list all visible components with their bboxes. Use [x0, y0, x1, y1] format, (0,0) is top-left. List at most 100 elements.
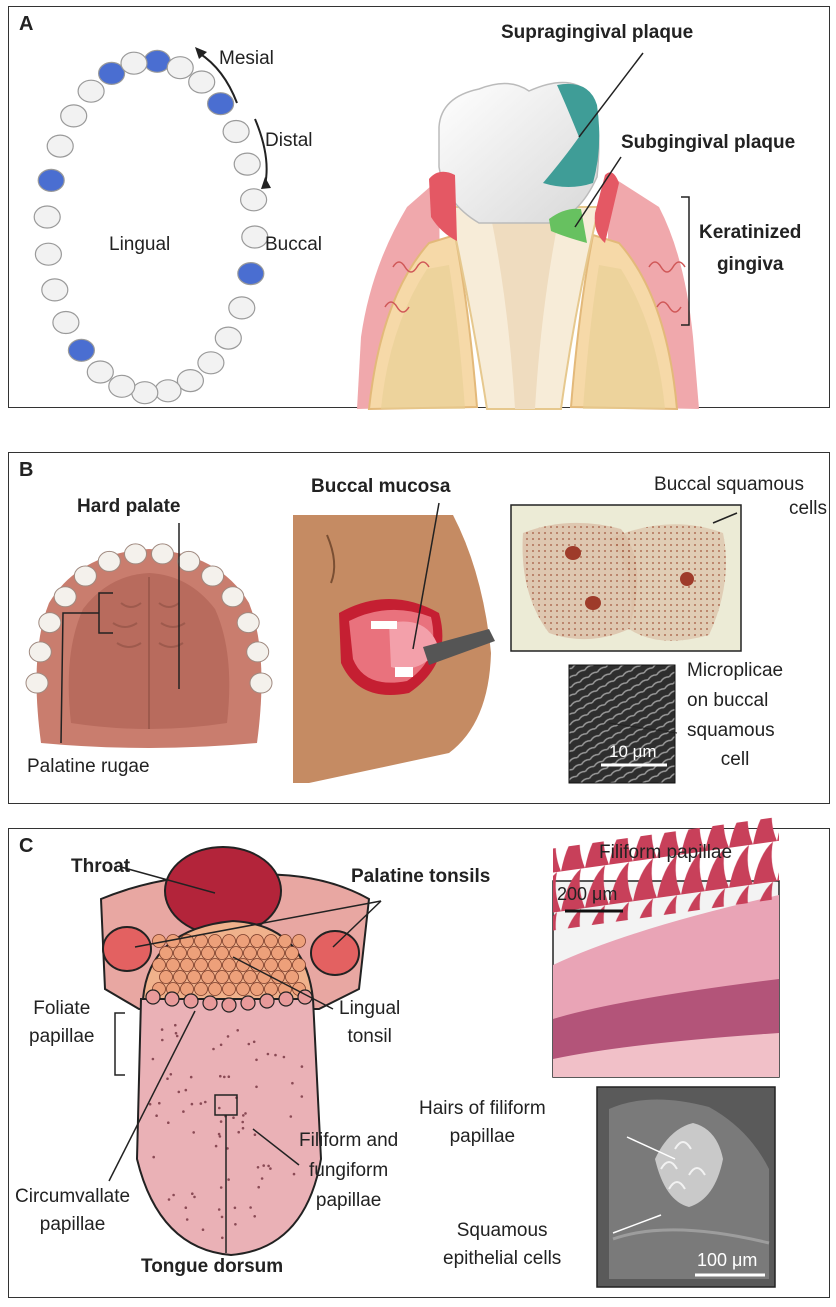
- lingual-tonsil-bump: [195, 983, 208, 996]
- tongue-papilla-dot: [204, 1101, 207, 1104]
- lingual-tonsil-line1: Lingual: [339, 997, 400, 1021]
- panel-a-drawing: [9, 7, 831, 409]
- hard-palate-label: Hard palate: [77, 495, 180, 519]
- lingual-tonsil-bump: [223, 959, 236, 972]
- tongue-papilla-dot: [301, 1095, 304, 1098]
- lingual-tonsil-bump: [230, 947, 243, 960]
- lingual-tonsil-bump: [167, 959, 180, 972]
- arch-tooth: [229, 297, 255, 319]
- tongue-papilla-dot: [178, 1091, 181, 1094]
- arch-tooth: [132, 382, 158, 404]
- palate-tooth: [247, 642, 269, 662]
- palatine-rugae-label: Palatine rugae: [27, 755, 150, 779]
- tongue-papilla-dot: [191, 1192, 194, 1195]
- keratinized-gingiva-line2: gingiva: [699, 253, 801, 277]
- palate-tooth: [222, 587, 244, 607]
- tongue-papilla-dot: [234, 1207, 237, 1210]
- lingual-tonsil-bump: [209, 959, 222, 972]
- tongue-papilla-dot: [168, 1198, 171, 1201]
- tongue-papilla-dot: [149, 1103, 152, 1106]
- tongue-papilla-dot: [257, 1166, 260, 1169]
- circumvallate-papilla: [165, 992, 179, 1006]
- filiform-fungiform-line3: papillae: [299, 1189, 398, 1213]
- palate-tooth: [39, 613, 61, 633]
- tongue-papilla-dot: [190, 1076, 193, 1079]
- tongue-papilla-dot: [191, 1103, 194, 1106]
- supragingival-plaque-label: Supragingival plaque: [501, 21, 693, 45]
- foliate-line2: papillae: [29, 1025, 95, 1049]
- tongue-papilla-dot: [202, 1228, 205, 1231]
- circumvallate-papilla: [203, 996, 217, 1010]
- keratinized-gingiva-label: Keratinized gingiva: [699, 221, 801, 277]
- arch-tooth: [68, 339, 94, 361]
- tongue-papilla-dot: [249, 1206, 252, 1209]
- tongue-papilla-dot: [232, 1116, 235, 1119]
- lingual-tonsil-label: Lingual tonsil: [339, 997, 400, 1049]
- microplicae-line2: on buccal: [687, 689, 783, 713]
- lingual-tonsil-bump: [174, 971, 187, 984]
- lingual-tonsil-bump: [293, 959, 306, 972]
- lingual-tonsil-bump: [237, 935, 250, 948]
- tongue-papilla-dot: [175, 1032, 178, 1035]
- tongue-papilla-dot: [220, 1044, 223, 1047]
- squamous-line1: Squamous: [443, 1219, 561, 1243]
- buccal-mucosa-label: Buccal mucosa: [311, 475, 450, 499]
- tongue-papilla-dot: [227, 1035, 230, 1038]
- throat-label: Throat: [71, 855, 130, 879]
- tongue-papilla-dot: [242, 1114, 245, 1117]
- lingual-tonsil-bump: [272, 971, 285, 984]
- hairs-line1: Hairs of filiform: [419, 1097, 546, 1121]
- lingual-tonsil-bump: [188, 971, 201, 984]
- tongue-papilla-dot: [223, 1076, 226, 1079]
- tongue-papilla-dot: [161, 1028, 164, 1031]
- tongue-papilla-dot: [244, 1112, 247, 1115]
- circumvallate-line2: papillae: [15, 1213, 130, 1237]
- circumvallate-papillae-label: Circumvallate papillae: [15, 1185, 130, 1237]
- lingual-tonsil-bump: [279, 935, 292, 948]
- lingual-tonsil-line2: tonsil: [339, 1025, 400, 1049]
- tongue-papilla-dot: [248, 1043, 251, 1046]
- buccal-mucosa-illustration: [293, 515, 495, 783]
- tongue-papilla-dot: [185, 1089, 188, 1092]
- palate-tooth: [178, 551, 200, 571]
- lingual-tonsil-bump: [258, 947, 271, 960]
- circumvallate-papilla: [146, 990, 160, 1004]
- lingual-tonsil-bump: [209, 935, 222, 948]
- lingual-tonsil-bump: [202, 971, 215, 984]
- dental-arch-diagram: [34, 50, 268, 403]
- tongue-papilla-dot: [220, 1186, 223, 1189]
- tongue-papilla-dot: [255, 1059, 258, 1062]
- tongue-papilla-dot: [218, 1208, 221, 1211]
- hairs-of-filiform-label: Hairs of filiform papillae: [419, 1097, 546, 1149]
- arch-tooth: [78, 80, 104, 102]
- palate-tooth: [250, 673, 272, 693]
- filiform-fungiform-label: Filiform and fungiform papillae: [299, 1129, 398, 1212]
- arch-tooth: [144, 50, 170, 72]
- tongue-papilla-dot: [176, 1035, 179, 1038]
- scale-bar-200um: 200 μm: [557, 883, 617, 906]
- tongue-papilla-dot: [220, 1120, 223, 1123]
- tongue-papilla-dot: [269, 1167, 272, 1170]
- tongue-papilla-dot: [161, 1039, 164, 1042]
- arch-tooth: [238, 263, 264, 285]
- subgingival-plaque-label: Subgingival plaque: [621, 131, 795, 155]
- tongue-papilla-dot: [253, 1041, 256, 1044]
- arch-tooth: [241, 189, 267, 211]
- tongue-papilla-dot: [219, 1075, 222, 1078]
- microplicae-line3: squamous: [687, 719, 783, 743]
- lingual-tonsil-bump: [181, 959, 194, 972]
- tongue-papilla-dot: [237, 1131, 240, 1134]
- lingual-tonsil-bump: [223, 983, 236, 996]
- mesial-label: Mesial: [219, 47, 274, 71]
- arch-tooth: [87, 361, 113, 383]
- microplicae-line4: cell: [687, 748, 783, 772]
- circumvallate-papilla: [222, 998, 236, 1012]
- arch-tooth: [208, 93, 234, 115]
- tongue-papilla-dot: [174, 1024, 177, 1027]
- tongue-dorsum-label: Tongue dorsum: [141, 1255, 283, 1279]
- lingual-tonsil-bump: [174, 947, 187, 960]
- scale-bar-100um: 100 μm: [697, 1249, 757, 1272]
- circumvallate-papilla: [241, 996, 255, 1010]
- tongue-papilla-dot: [172, 1194, 175, 1197]
- lingual-tonsil-bump: [230, 971, 243, 984]
